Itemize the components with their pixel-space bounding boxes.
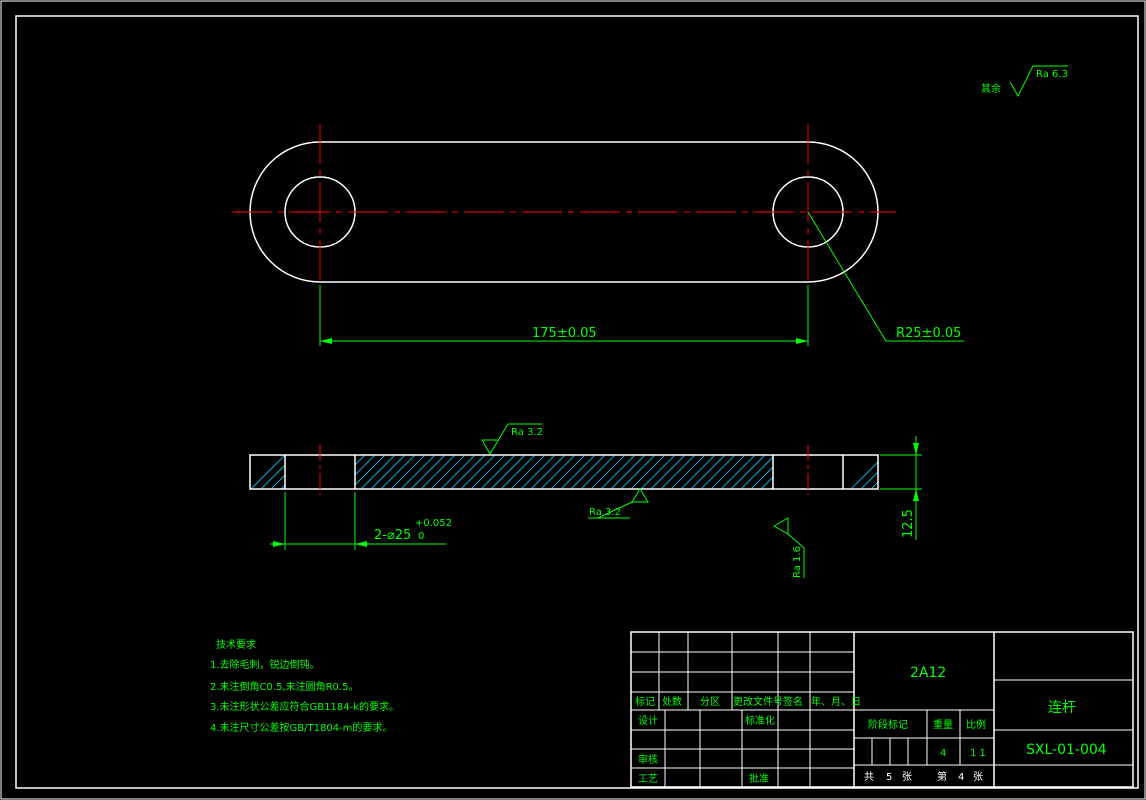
title-block-text: 标记 处数 分区 更改文件号 签名 年、月、日 设计 标准化 审核 工艺 批准 … <box>635 665 1107 785</box>
rev-header-count: 处数 <box>662 695 682 708</box>
design-label: 设计 <box>638 714 658 727</box>
note-item-1: 1.去除毛刺，锐边倒钝。 <box>210 658 320 671</box>
surface-finish-top-value: Ra 3.2 <box>511 427 543 438</box>
section-view <box>249 445 879 495</box>
hole-diameter-label: 2-⌀25 <box>374 528 411 543</box>
process-label: 工艺 <box>638 773 658 785</box>
part-name: 连杆 <box>1048 700 1076 716</box>
center-distance-label: 175±0.05 <box>532 326 597 341</box>
surface-finish-other-value: Ra 6.3 <box>1036 69 1068 80</box>
technical-notes: 技术要求 1.去除毛刺，锐边倒钝。 2.未注倒角C0.5,未注圆角R0.5。 3… <box>210 638 399 734</box>
total-count: 5 <box>886 772 892 783</box>
note-item-3: 3.未注形状公差应符合GB1184-k的要求。 <box>210 700 399 713</box>
surface-finish-top: Ra 3.2 <box>481 423 543 455</box>
hole-tolerance-upper: +0.052 <box>415 518 452 529</box>
notes-title: 技术要求 <box>216 638 256 651</box>
review-label: 审核 <box>638 753 658 766</box>
surface-finish-bottom: Ra 3.2 <box>588 488 649 519</box>
rod-outline <box>249 141 879 283</box>
rev-header-zone: 分区 <box>700 696 720 708</box>
surface-finish-bottom-value: Ra 3.2 <box>589 507 621 518</box>
surface-finish-other: 其余 Ra 6.3 <box>981 65 1068 98</box>
stage-mark-label: 阶段标记 <box>868 718 908 731</box>
scale-label: 比例 <box>966 718 986 731</box>
hatch-right <box>850 461 878 489</box>
note-item-4: 4.未注尺寸公差按GB/T1804-m的要求。 <box>210 721 392 734</box>
weight-value: 4 <box>940 748 946 759</box>
page-unit: 张 <box>973 771 983 783</box>
rev-header-date: 年、月、日 <box>811 695 861 708</box>
surface-finish-other-prefix: 其余 <box>981 82 1001 95</box>
hole-diameter-dimension: 2-⌀25 +0.052 0 <box>270 492 452 550</box>
scale-value: 1 1 <box>970 748 986 759</box>
hatch-middle <box>355 455 773 489</box>
rev-header-mark: 标记 <box>635 696 655 708</box>
material-value: 2A12 <box>910 665 946 681</box>
center-distance-dimension: 175±0.05 <box>319 285 809 346</box>
rev-header-sign: 签名 <box>783 695 803 708</box>
total-prefix: 共 <box>864 771 874 783</box>
radius-label: R25±0.05 <box>896 326 961 341</box>
section-outline <box>249 454 879 490</box>
thickness-dimension: 12.5 <box>880 436 922 540</box>
standardization-label: 标准化 <box>745 714 775 727</box>
surface-finish-hole-value: Ra 1.6 <box>792 546 803 578</box>
page-prefix: 第 <box>937 770 947 783</box>
page-count: 4 <box>958 772 964 783</box>
drawing-number: SXL-01-004 <box>1026 742 1107 758</box>
top-view <box>232 124 896 300</box>
inner-frame <box>15 15 1139 789</box>
hole-tolerance-lower: 0 <box>418 531 424 542</box>
thickness-label: 12.5 <box>901 509 916 538</box>
title-block <box>630 631 1134 788</box>
radius-dimension: R25±0.05 <box>807 211 964 342</box>
rev-header-doc: 更改文件号 <box>733 695 783 708</box>
surface-finish-hole: Ra 1.6 <box>772 517 805 578</box>
hatch-left <box>250 455 285 489</box>
weight-label: 重量 <box>933 718 953 731</box>
total-unit: 张 <box>902 771 912 783</box>
note-item-2: 2.未注倒角C0.5,未注圆角R0.5。 <box>210 680 358 693</box>
approve-label: 批准 <box>749 772 769 785</box>
